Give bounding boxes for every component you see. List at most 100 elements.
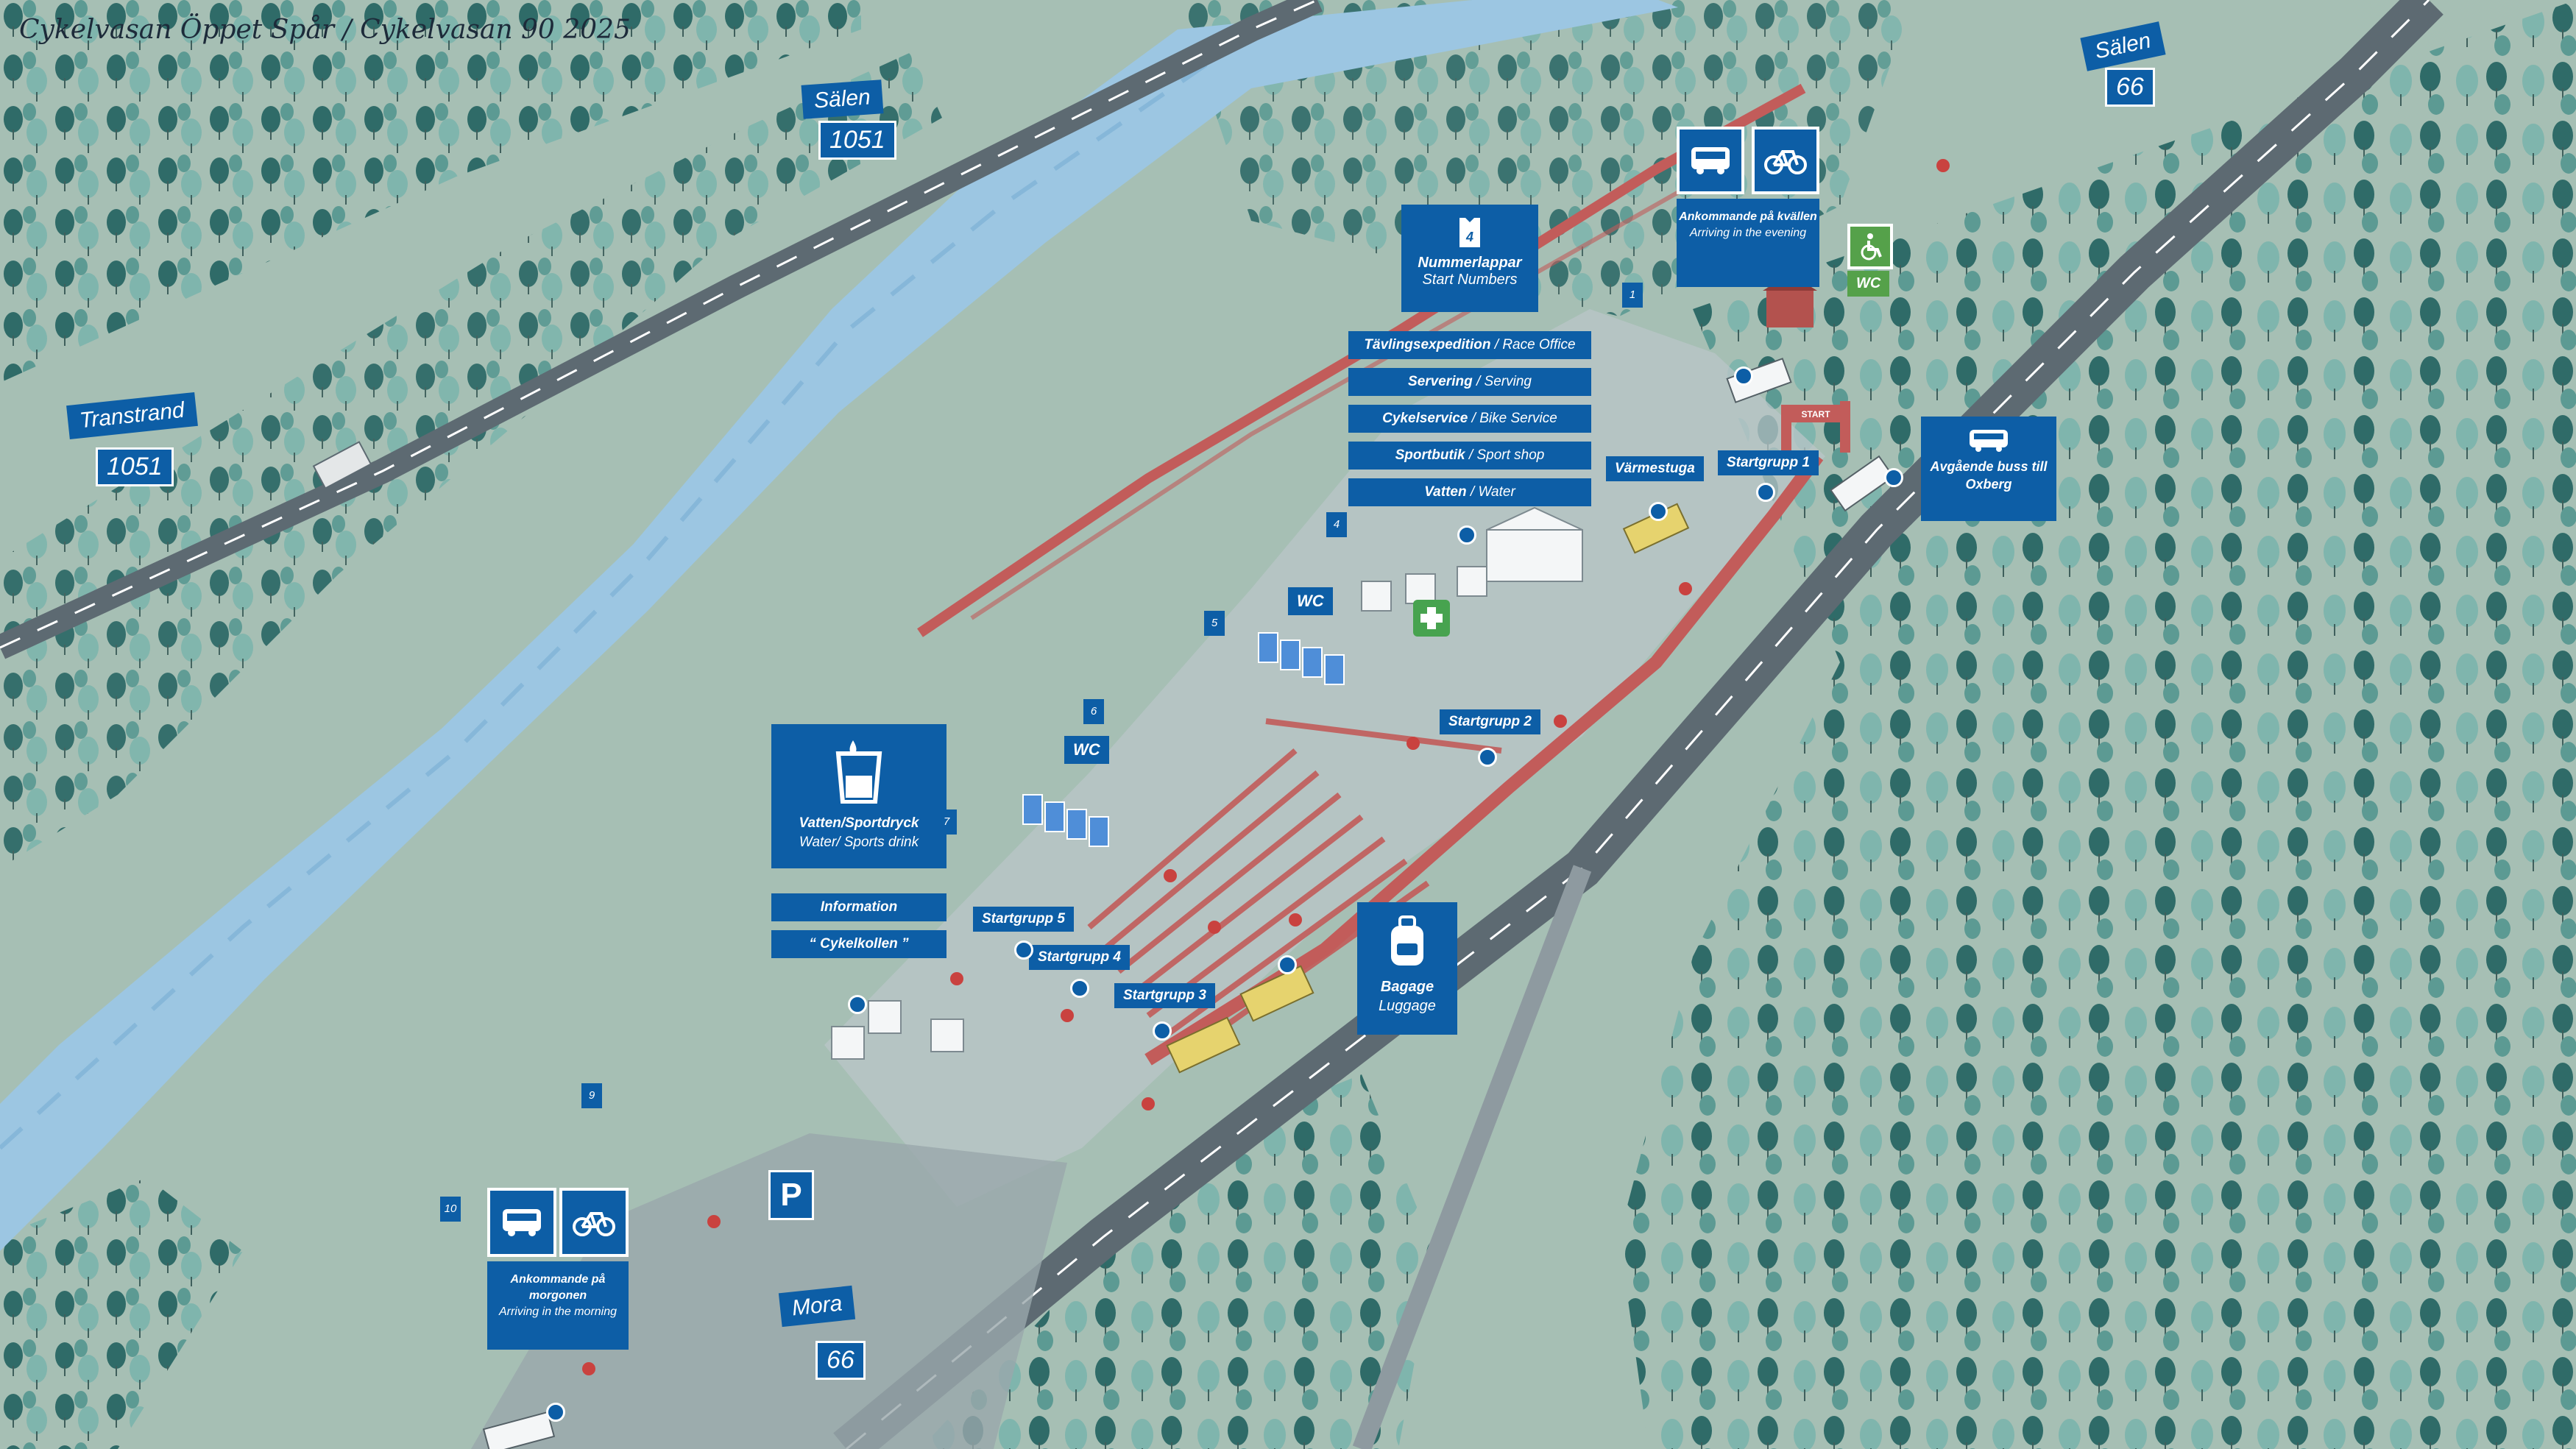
start-numbers-label: Nummerlappar [1418, 255, 1522, 271]
service-row-bike-service-en: Bike Service [1479, 411, 1557, 426]
start-group-4-label: Startgrupp 4 [1029, 945, 1130, 970]
departing-bus-sign[interactable]: Avgående buss till Oxberg [1921, 417, 2056, 521]
start-numbers-label-en: Start Numbers [1422, 272, 1518, 288]
evening-arrival-marker[interactable] [1734, 366, 1753, 386]
bib-number-icon: 4 [1455, 213, 1485, 250]
road-sign-mora-name: Mora [790, 1291, 843, 1321]
water-station-label-en: Water/ Sports drink [799, 835, 919, 850]
km-marker-5: 5 [1204, 611, 1225, 636]
service-row-sport-shop-sv: Sportbutik [1395, 447, 1465, 463]
map-title: Cykelvasan Öppet Spår / Cykelvasan 90 20… [19, 15, 631, 45]
morning-arrival-label: Ankommande på morgonen [510, 1273, 606, 1302]
car [312, 441, 372, 489]
evening-bus-icon [1677, 127, 1744, 194]
morning-bicycle-icon [559, 1188, 629, 1257]
forest-river-south [0, 52, 942, 868]
departing-bus-label: Avgående buss till Oxberg [1930, 459, 2048, 492]
km-marker-10: 10 [440, 1197, 461, 1222]
cyclists [582, 159, 1950, 1375]
road-sign-66-south: 66 [815, 1341, 866, 1380]
service-row-water-en: Water [1478, 484, 1515, 500]
water-station-sign[interactable]: Vatten/Sportdryck Water/ Sports drink [771, 724, 946, 868]
portable-toilets-1 [1258, 632, 1345, 685]
road-sign-salen-east-name: Sälen [2092, 28, 2154, 64]
water-station-marker[interactable] [848, 995, 867, 1014]
parking-area [471, 1133, 1067, 1449]
service-row-water[interactable]: Vatten / Water [1348, 478, 1591, 506]
first-aid-icon [1413, 600, 1450, 637]
start-group-1-label: Startgrupp 1 [1718, 450, 1819, 475]
road-sign-66-north: 66 [2105, 68, 2155, 107]
service-row-bike-service[interactable]: Cykelservice / Bike Service [1348, 405, 1591, 433]
road-sign-1051-north-number: 1051 [829, 126, 885, 154]
forest-south-west [0, 1177, 243, 1449]
wc-accessible-label: WC [1847, 271, 1890, 297]
service-row-sport-shop-en: Sport shop [1476, 447, 1545, 463]
road-sign-salen-west: Sälen [801, 79, 884, 119]
side-road [1352, 865, 1592, 1449]
road-sign-66-north-number: 66 [2116, 73, 2144, 101]
road-sign-transtrand-name: Transtrand [78, 397, 186, 433]
km-marker-1: 1 [1622, 283, 1643, 308]
start-group-2-label: Startgrupp 2 [1440, 709, 1540, 734]
service-row-serving[interactable]: Servering / Serving [1348, 368, 1591, 396]
water-row-information[interactable]: Information [771, 893, 946, 921]
water-station-label: Vatten/Sportdryck [799, 815, 919, 831]
parking-label: P [780, 1177, 802, 1213]
cup-icon [831, 737, 887, 804]
start-arch: START [1781, 401, 1850, 471]
water-row-cykelkollen[interactable]: “ Cykelkollen ” [771, 930, 946, 958]
parking-sign[interactable]: P [768, 1170, 814, 1220]
forest-north [0, 0, 861, 383]
wc-label-north: WC [1288, 587, 1333, 615]
start-group-3-label: Startgrupp 3 [1114, 983, 1215, 1008]
evening-arrival-label: Ankommande på kvällen [1679, 210, 1817, 223]
morning-arrival-sign[interactable]: Ankommande på morgonen Arriving in the m… [487, 1261, 629, 1350]
buildings [831, 506, 1583, 1060]
road-sign-1051-north: 1051 [818, 121, 896, 160]
start-group-3-marker[interactable] [1153, 1021, 1172, 1041]
baggage-label: Bagage [1380, 979, 1434, 995]
baggage-sign[interactable]: Bagage Luggage [1357, 902, 1457, 1035]
service-row-race-office-en: Race Office [1502, 337, 1576, 352]
service-row-serving-en: Serving [1484, 374, 1532, 389]
start-arch-label: START [1801, 409, 1830, 419]
start-numbers-sign[interactable]: 4 Nummerlappar Start Numbers [1401, 205, 1538, 312]
buses [482, 358, 1894, 1449]
service-row-race-office[interactable]: Tävlingsexpedition / Race Office [1348, 331, 1591, 359]
start-numbers-marker[interactable] [1457, 525, 1476, 545]
service-row-sport-shop[interactable]: Sportbutik / Sport shop [1348, 442, 1591, 470]
wc-label-south: WC [1064, 736, 1109, 764]
evening-bicycle-icon [1752, 127, 1819, 194]
start-group-4-marker[interactable] [1070, 979, 1089, 998]
baggage-label-en: Luggage [1379, 998, 1436, 1014]
morning-bus-icon [487, 1188, 556, 1257]
start-group-5-label: Startgrupp 5 [973, 907, 1074, 932]
road-sign-66-south-number: 66 [827, 1346, 854, 1374]
departing-bus-icon [1968, 428, 2009, 453]
portable-toilets-2 [1022, 794, 1109, 847]
morning-arrival-marker[interactable] [546, 1403, 565, 1422]
wheelchair-icon [1847, 224, 1893, 269]
evening-arrival-label-en: Arriving in the evening [1689, 227, 1807, 239]
start-group-5-marker[interactable] [1014, 940, 1033, 960]
forest-east [1619, 0, 2576, 1449]
departing-bus-marker[interactable] [1884, 468, 1903, 487]
km-marker-4: 4 [1326, 512, 1347, 537]
baggage-marker[interactable] [1278, 955, 1297, 974]
road-sign-1051-west: 1051 [96, 447, 174, 486]
svg-text:4: 4 [1465, 230, 1473, 244]
warming-hut-label: Värmestuga [1606, 456, 1704, 481]
evening-arrival-sign[interactable]: Ankommande på kvällen Arriving in the ev… [1677, 199, 1819, 287]
road-sign-1051-west-number: 1051 [107, 453, 163, 481]
service-row-water-sv: Vatten [1424, 484, 1467, 500]
warming-hut-marker[interactable] [1649, 502, 1668, 521]
red-house [1766, 291, 1814, 327]
start-group-2-marker[interactable] [1478, 748, 1497, 767]
km-marker-7: 7 [936, 809, 957, 835]
start-group-1-marker[interactable] [1756, 483, 1775, 502]
road-sign-salen-west-name: Sälen [813, 85, 871, 113]
service-row-race-office-sv: Tävlingsexpedition [1364, 337, 1491, 352]
km-marker-6: 6 [1083, 699, 1104, 724]
